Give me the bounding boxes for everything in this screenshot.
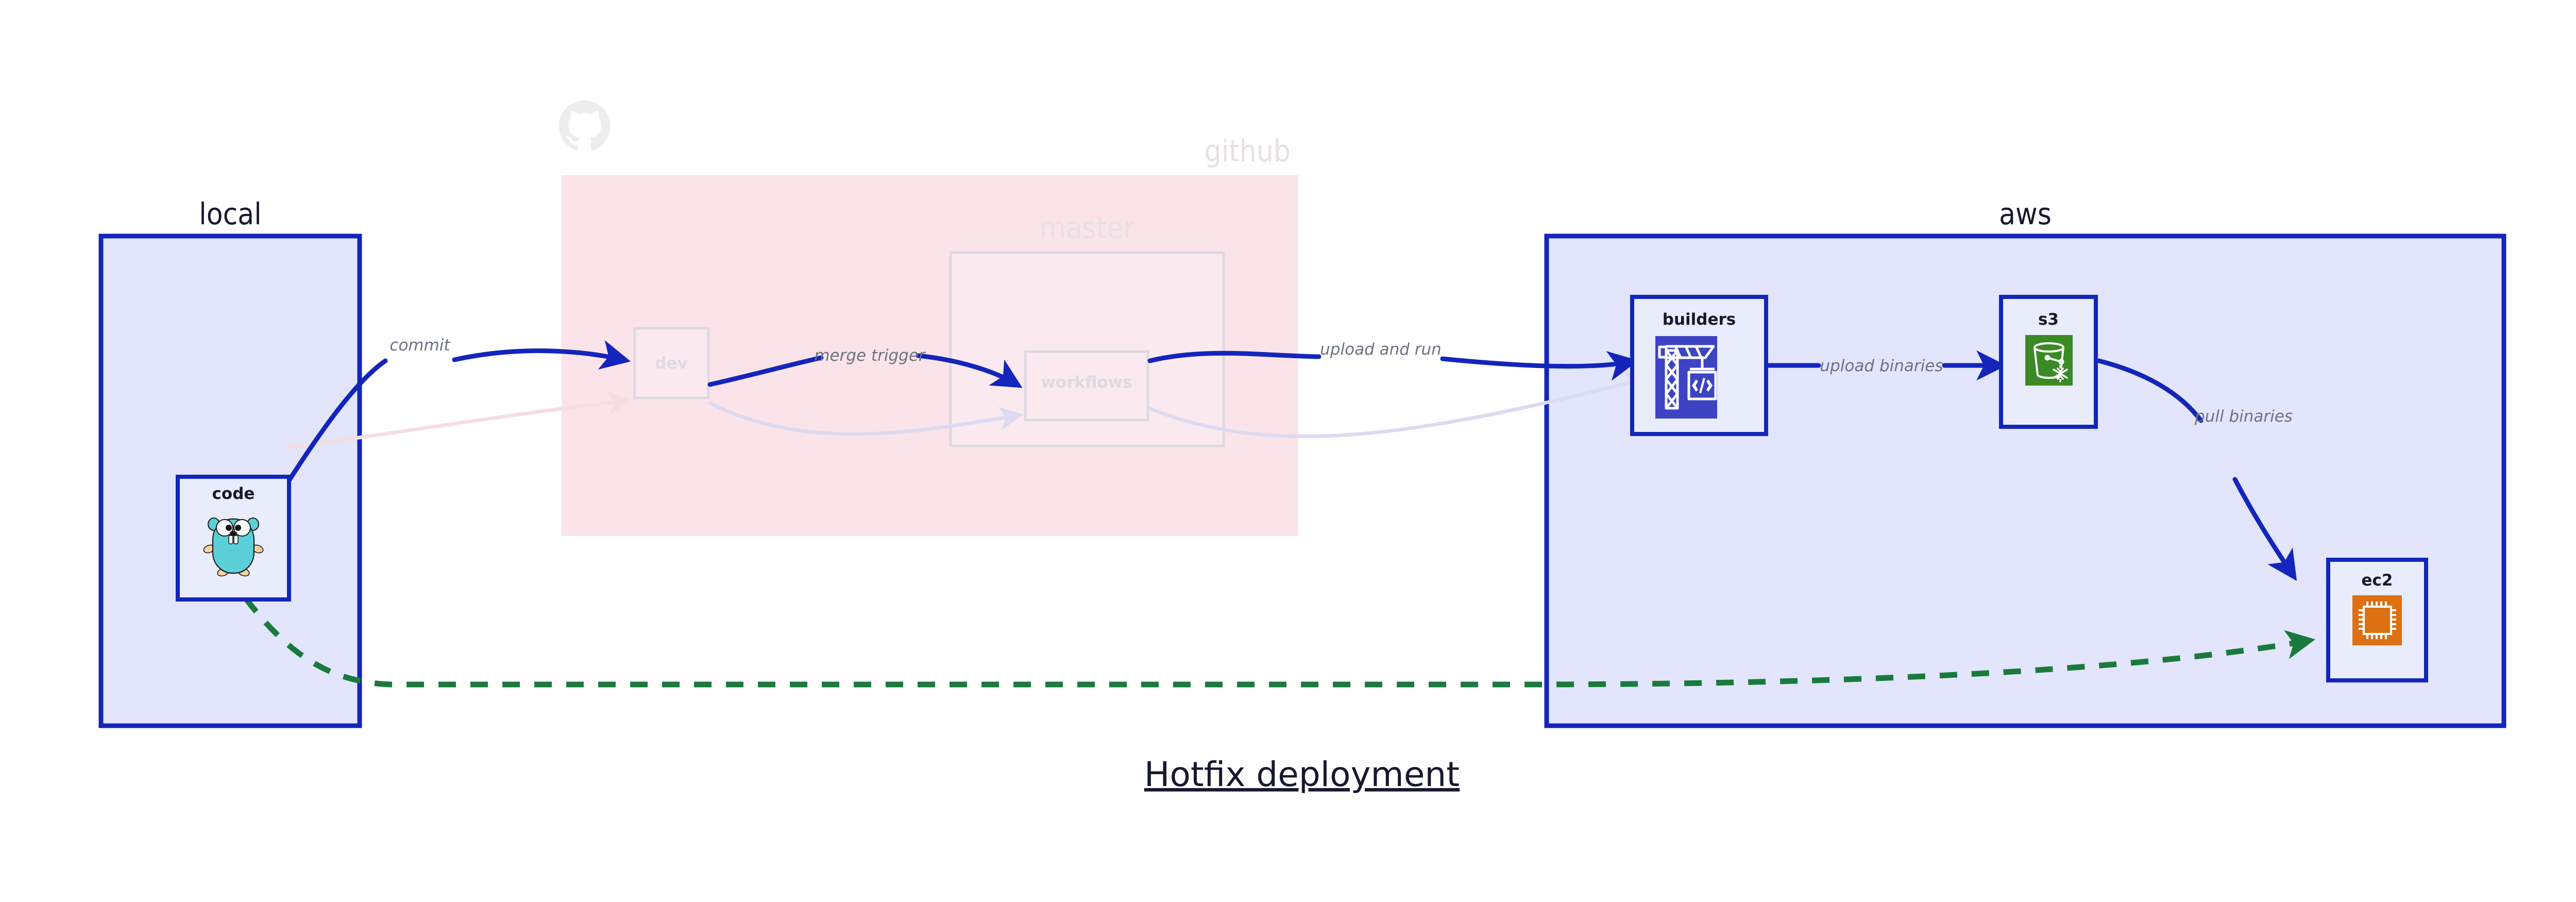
node-workflows-rect (1024, 350, 1149, 422)
ghost-edges (286, 372, 1650, 449)
node-code[interactable]: code (176, 475, 291, 602)
diagram-title: Hotfix deployment (1144, 755, 1460, 794)
group-label-aws: aws (1999, 196, 2052, 231)
edge-uploadrun-seg1 (1147, 350, 1321, 363)
edge-label-merge-trigger: merge trigger (814, 346, 926, 365)
github-octocat-icon (559, 101, 611, 151)
edge-label-commit: commit (389, 336, 451, 355)
node-dev-label: dev (655, 354, 687, 373)
node-builders[interactable]: builders (1630, 295, 1768, 436)
group-label-local: local (199, 196, 262, 231)
aws-s3-glacier-icon (2025, 335, 2073, 386)
edge-ghost-code-to-dev (286, 391, 632, 449)
edge-pullbin-seg2 (2232, 477, 2297, 581)
solid-edges: commit merge trigger upload and run uplo… (284, 336, 2297, 581)
node-ec2-label: ec2 (2362, 571, 2393, 590)
edge-label-pull-binaries: pull binaries (2194, 407, 2293, 426)
go-gopher-icon (203, 517, 264, 577)
edge-commit-seg2 (452, 340, 631, 370)
edge-merge-seg2 (916, 353, 1023, 388)
edge-merge-seg1 (707, 355, 824, 387)
aws-ec2-icon (2352, 595, 2402, 645)
node-workflows-label: workflows (1041, 373, 1132, 392)
edge-ghost-dev-to-workflows (708, 401, 1024, 436)
edge-ghost-workflows-to-builders (1147, 372, 1650, 439)
node-s3[interactable]: s3 (1999, 295, 2098, 429)
node-dev[interactable]: dev (633, 327, 710, 399)
edge-commit-seg1 (284, 358, 388, 487)
aws-codebuild-icon (1655, 336, 1717, 419)
group-local[interactable]: local (98, 196, 362, 728)
subgroup-master[interactable]: master (949, 210, 1225, 447)
group-github[interactable]: github master dev workflows (559, 101, 1298, 536)
node-ec2[interactable]: ec2 (2326, 558, 2428, 682)
edge-uploadrun-seg2 (1440, 351, 1639, 381)
node-s3-label: s3 (2038, 310, 2059, 329)
edge-hotfix-code-to-ec2 (243, 596, 2316, 688)
subgroup-label-master: master (1040, 210, 1135, 245)
edge-pullbin-seg1 (2096, 358, 2204, 423)
edge-label-upload-and-run: upload and run (1320, 340, 1442, 359)
node-dev-rect (633, 327, 710, 399)
node-workflows[interactable]: workflows (1024, 350, 1149, 422)
edge-label-upload-binaries: upload binaries (1820, 357, 1943, 375)
node-code-label: code (212, 485, 255, 503)
group-label-github: github (1205, 133, 1291, 169)
node-builders-label: builders (1663, 310, 1736, 329)
